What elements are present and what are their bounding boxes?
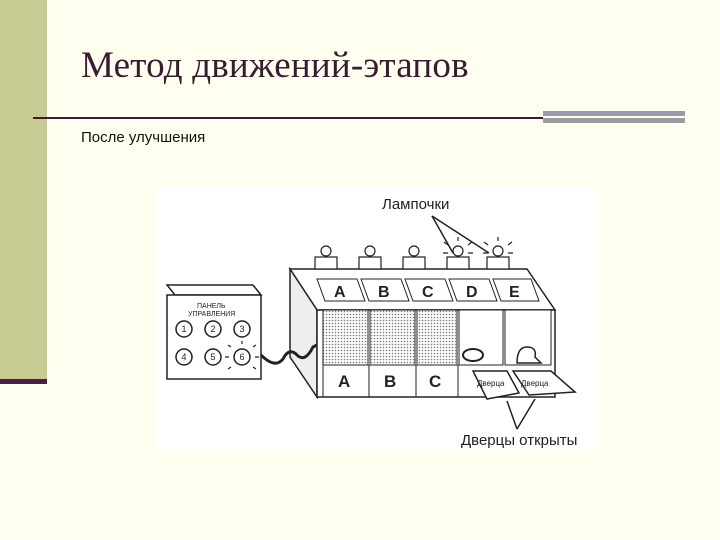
panel-button-3: [233, 320, 251, 338]
doors-pointer-2: [516, 398, 536, 430]
panel-button-1: [175, 320, 193, 338]
slide-title: Метод движений-этапов: [81, 45, 469, 86]
top-label-d: D: [466, 284, 478, 301]
front-label-a: A: [338, 372, 350, 391]
open-door-e: [511, 370, 577, 396]
title-rule-accent: [543, 111, 685, 123]
panel-button-label-2: 2: [210, 324, 215, 334]
bulbs-label: Лампочки: [382, 196, 449, 213]
bulb-icon-lit: [443, 237, 473, 270]
diagram-illustration: Лампочки A B C D E: [157, 187, 599, 450]
panel-button-label-4: 4: [181, 352, 186, 362]
bulb-icon-lit: [483, 237, 513, 270]
part-hook: [516, 346, 543, 364]
control-panel-top: [165, 284, 263, 296]
bulb-icon: [402, 245, 426, 270]
compartment-a: [322, 309, 369, 366]
panel-button-label-3: 3: [239, 324, 244, 334]
compartment-c: [416, 309, 458, 366]
open-door-d: [471, 370, 521, 400]
bulbs-pointer-2: [431, 215, 490, 254]
panel-button-6-glow: [225, 341, 259, 370]
panel-button-4: [175, 348, 193, 366]
sidebar-accent-bar: [0, 379, 47, 384]
panel-button-6: [233, 348, 251, 366]
part-ring: [462, 348, 484, 362]
top-label-a: A: [334, 284, 346, 301]
panel-button-label-5: 5: [210, 352, 215, 362]
panel-cable: [259, 343, 318, 365]
top-label-b: B: [378, 284, 390, 301]
title-rule: [33, 117, 543, 119]
panel-button-label-6: 6: [239, 352, 244, 362]
bulb-icon: [314, 245, 338, 270]
bulb-icon: [358, 245, 382, 270]
diagram-svg: Лампочки A B C D E: [165, 196, 577, 449]
top-label-c: C: [422, 284, 434, 301]
panel-button-label-1: 1: [181, 324, 186, 334]
compartment-b: [369, 309, 416, 366]
front-label-c: C: [429, 372, 441, 391]
sidebar-band: [0, 0, 47, 383]
front-label-b: B: [384, 372, 396, 391]
door-text-e: Дверца: [521, 379, 549, 388]
doors-pointer-1: [506, 400, 518, 430]
bulb-row: [314, 237, 513, 270]
doors-open-label: Дверцы открыты: [461, 432, 577, 449]
top-label-row: A B C D E: [316, 278, 540, 302]
top-label-e: E: [509, 284, 520, 301]
panel-title-line2: УПРАВЛЕНИЯ: [188, 311, 235, 318]
panel-button-5: [204, 348, 222, 366]
slide-subtitle: После улучшения: [81, 129, 206, 146]
panel-title-line1: ПАНЕЛЬ: [197, 303, 226, 310]
panel-button-2: [204, 320, 222, 338]
bulbs-pointer-1: [431, 215, 454, 254]
door-text-d: Дверца: [477, 379, 505, 388]
